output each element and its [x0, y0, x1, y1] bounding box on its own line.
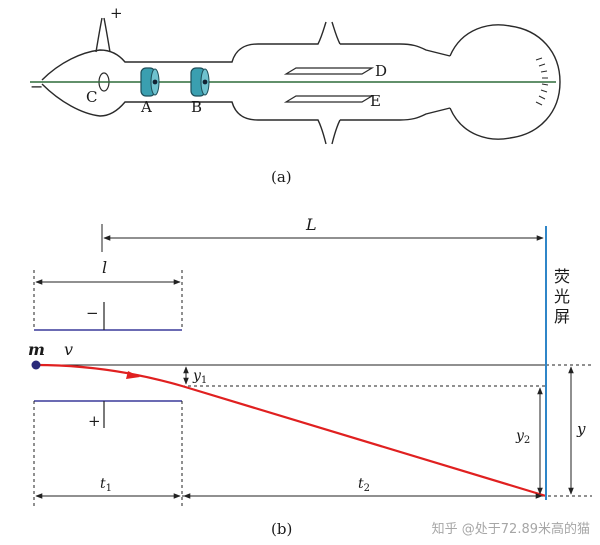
label-mass: m: [28, 340, 45, 359]
label-anode-a: A: [140, 98, 152, 116]
label-y2-sub: 2: [524, 435, 530, 446]
tube-right-globe: [449, 24, 561, 140]
label-plate-d: D: [375, 62, 387, 80]
label-plus-terminal: +: [110, 4, 123, 22]
label-anode-b: B: [191, 98, 202, 116]
anode-b: [190, 67, 210, 97]
label-lower-plate-plus: +: [88, 412, 101, 430]
label-cathode-c: C: [86, 88, 97, 106]
label-y2: y2: [515, 428, 530, 446]
screen-label-1: 荧: [554, 267, 570, 286]
tube-left-bulb: [41, 43, 300, 81]
upper-plate-dashed: [33, 270, 183, 330]
label-t1: t1: [100, 476, 112, 494]
caption-a: (a): [271, 168, 292, 186]
label-t2: t2: [358, 476, 370, 494]
label-upper-plate-minus: −: [86, 304, 99, 322]
label-t1-main: t: [100, 476, 106, 492]
tube-left-bulb-bottom: [41, 83, 300, 121]
label-y1-main: y: [192, 368, 202, 384]
screen-label-3: 屏: [554, 307, 570, 326]
label-t2-sub: 2: [364, 483, 370, 494]
screen-label-2: 光: [554, 287, 570, 306]
label-minus-terminal: −: [30, 77, 43, 96]
plate-d: [283, 67, 375, 75]
crt-tube: [41, 17, 561, 145]
label-y1-sub: 1: [201, 375, 207, 386]
label-small-l: l: [102, 258, 107, 277]
tube-middle-top: [300, 21, 451, 57]
caption-b: (b): [271, 520, 292, 538]
label-y1: y1: [192, 368, 207, 386]
anode-a: [140, 67, 160, 97]
label-big-l: L: [305, 215, 317, 234]
trajectory-arrowhead: [126, 371, 140, 379]
label-t2-main: t: [358, 476, 364, 492]
tube-top-stem: [95, 17, 111, 53]
label-y-total: y: [576, 420, 586, 438]
plate-e: [283, 95, 375, 103]
label-y2-main: y: [515, 428, 525, 444]
particle-trajectory: [35, 363, 547, 498]
tube-middle-bottom: [300, 107, 451, 145]
label-plate-e: E: [370, 92, 381, 110]
label-t1-sub: 1: [106, 483, 112, 494]
label-velocity: v: [64, 340, 73, 359]
particle: [31, 360, 41, 370]
screen-ticks: [535, 57, 549, 106]
watermark: 知乎 @处于72.89米高的猫: [431, 522, 590, 537]
